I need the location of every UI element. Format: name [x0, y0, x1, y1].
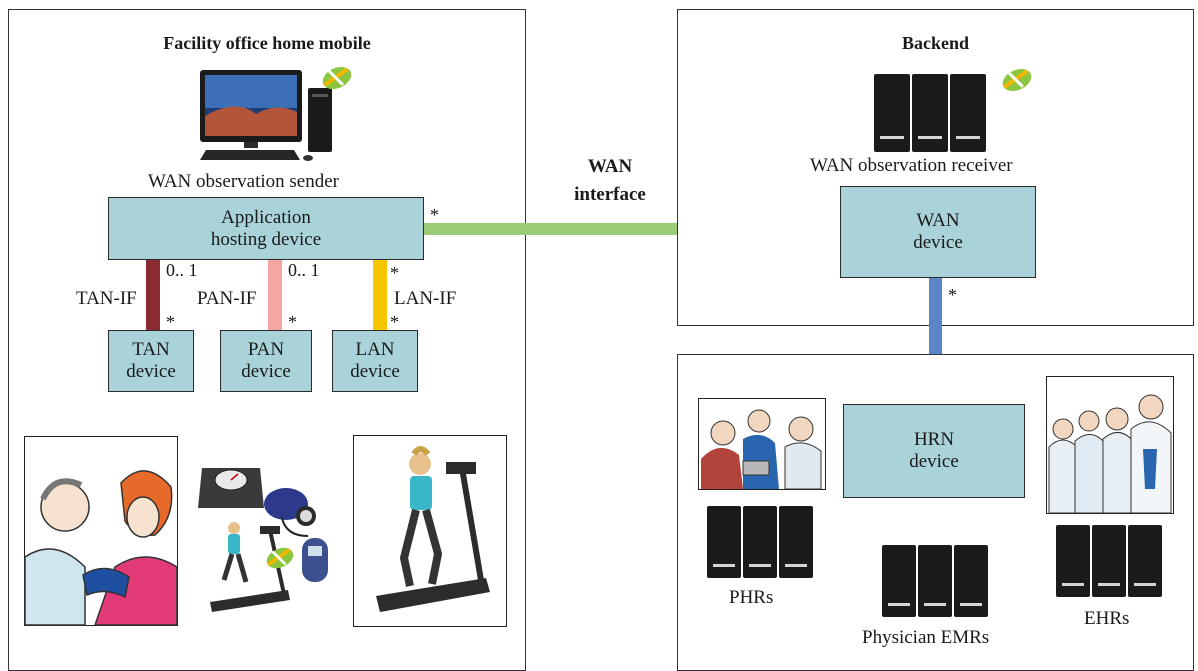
wan-interface-label-line2: interface	[574, 184, 646, 205]
wan-device: WAN device	[840, 186, 1036, 278]
pan-device-line1: PAN	[247, 339, 285, 360]
physician-emrs-label: Physician EMRs	[862, 627, 990, 648]
lan-device: LAN device	[332, 330, 418, 392]
ehrs-server-cluster-icon	[1056, 525, 1162, 597]
wan-interface-label-line1: WAN	[587, 156, 633, 177]
emrs-server-cluster-icon	[882, 545, 988, 617]
treadmill-illustration	[376, 446, 490, 612]
tan-if-label: TAN-IF	[76, 288, 137, 309]
nurse-patient-illustration	[24, 470, 178, 626]
lan-mult-top: *	[390, 263, 399, 283]
lan-device-line2: device	[350, 361, 400, 382]
app-device-line1: Application	[221, 206, 311, 228]
tan-device-line2: device	[126, 361, 176, 382]
server-cluster-icon	[874, 74, 986, 152]
pan-if-label: PAN-IF	[197, 288, 257, 309]
wan-sender-label: WAN observation sender	[148, 171, 340, 192]
tan-mult-bottom: *	[166, 312, 175, 332]
tan-interface-link	[146, 260, 160, 330]
hrn-device-line2: device	[909, 451, 959, 472]
treadmill-picture	[353, 435, 507, 627]
backend-panel-title: Backend	[901, 33, 970, 53]
lan-if-label: LAN-IF	[394, 288, 457, 309]
pan-device: PAN device	[220, 330, 312, 392]
bathroom-scale-icon	[198, 468, 264, 508]
wan-mult-left: *	[430, 205, 439, 225]
continua-logo-backend-icon	[1002, 68, 1032, 92]
lan-device-line1: LAN	[355, 339, 395, 360]
hrn-device-line1: HRN	[913, 429, 955, 450]
pan-interface-link	[268, 260, 282, 330]
patient-consultation-illustration	[701, 409, 822, 490]
patient-consultation-picture	[698, 398, 826, 490]
facility-panel-title: Facility office home mobile	[163, 33, 371, 53]
phrs-label: PHRs	[729, 587, 774, 608]
lan-interface-link	[373, 260, 387, 330]
doctors-picture	[1046, 376, 1174, 514]
pan-mult-top: 0.. 1	[288, 260, 320, 280]
wan-receiver-label: WAN observation receiver	[810, 155, 1013, 176]
wan-device-line2: device	[913, 232, 963, 253]
app-device-line2: hosting device	[210, 228, 322, 250]
phrs-server-cluster-icon	[707, 506, 813, 578]
nurse-patient-picture	[24, 436, 178, 626]
tan-device-line1: TAN	[132, 339, 170, 360]
ehrs-label: EHRs	[1084, 608, 1130, 629]
glucometer-icon	[302, 538, 328, 582]
hrn-device: HRN device	[843, 404, 1025, 498]
tan-mult-top: 0.. 1	[166, 260, 198, 280]
blood-pressure-cuff-icon	[264, 488, 316, 537]
desktop-computer-icon	[200, 70, 332, 161]
wan-device-mult-down: *	[948, 285, 957, 305]
wan-device-line1: WAN	[916, 210, 960, 231]
tan-device: TAN device	[108, 330, 194, 392]
continua-logo-icon	[322, 66, 352, 90]
continua-logo-small-icon	[266, 547, 294, 569]
pan-mult-bottom: *	[288, 312, 297, 332]
application-hosting-device: Application hosting device	[108, 197, 424, 260]
doctors-illustration	[1048, 394, 1172, 514]
pan-device-line2: device	[241, 361, 291, 382]
lan-mult-bottom: *	[390, 312, 399, 332]
